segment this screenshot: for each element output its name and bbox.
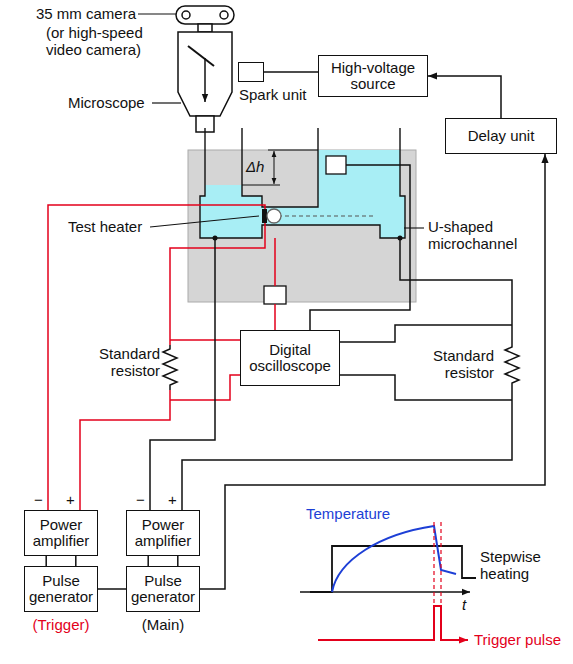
text-label: Trigger pulse	[474, 631, 561, 648]
channel-outline	[200, 128, 405, 238]
node-text: (Trigger)	[33, 616, 90, 633]
connector-line	[98, 588, 126, 590]
resistor-symbol	[163, 345, 177, 390]
node-content: Digital oscilloscope	[241, 331, 339, 385]
text-label: Test heater	[68, 218, 142, 235]
mirror	[188, 46, 214, 66]
trigger-wire	[80, 390, 170, 510]
pulse-generator-box: Pulse generator(Trigger)	[24, 566, 98, 612]
microscope-body	[178, 32, 232, 116]
temperature-trace	[332, 526, 456, 592]
camera-body	[176, 6, 234, 24]
connector-line	[428, 76, 501, 118]
main-wire	[182, 390, 512, 510]
node-content: Power amplifier	[25, 511, 97, 555]
camera-mount	[198, 24, 212, 32]
microchannel-centerline	[278, 215, 376, 216]
node-content: Power amplifier	[127, 511, 199, 555]
connector-line	[46, 556, 76, 566]
camera-knob	[182, 11, 190, 19]
text-label: +	[66, 491, 75, 508]
connector-line	[148, 556, 178, 566]
node-content: High-voltage source	[319, 56, 427, 96]
probe-wire	[170, 375, 240, 400]
resistor-symbol	[505, 340, 519, 390]
leader-line	[150, 216, 259, 227]
liquid	[262, 207, 380, 225]
text-label: −	[34, 491, 43, 508]
bubble	[267, 209, 281, 223]
connector-line	[200, 154, 545, 589]
node-text: Power amplifier	[28, 517, 94, 550]
pulse-generator-box: Pulse generator(Main)	[126, 566, 200, 612]
probe-wire	[274, 238, 276, 330]
node-text: Spark unit	[239, 86, 307, 103]
test-section-plate	[188, 150, 416, 302]
text-label: U-shaped microchannel	[428, 218, 536, 253]
text-label: Δh	[246, 158, 264, 175]
oscilloscope-box: Digital oscilloscope	[240, 330, 340, 386]
probe-wire	[170, 339, 240, 341]
node-content	[239, 63, 263, 81]
power-amplifier-box: Power amplifier	[126, 510, 200, 556]
liquid	[205, 185, 242, 197]
liquid	[318, 150, 400, 207]
leader-line	[138, 13, 176, 14]
probe-wire	[310, 165, 410, 330]
dimension-extension	[268, 150, 318, 151]
high-voltage-source-box: High-voltage source	[318, 55, 428, 97]
text-label: −	[136, 491, 145, 508]
timing-marker	[433, 522, 434, 608]
node-content: Pulse generator	[25, 567, 97, 611]
node-text: High-voltage source	[322, 60, 424, 93]
delay-unit-box: Delay unit	[445, 118, 557, 154]
text-label: (or high-speed video camera)	[46, 24, 158, 59]
connector-line	[264, 71, 318, 73]
text-label: t	[462, 596, 466, 613]
light-path-arrow	[204, 58, 206, 102]
node-text: (Main)	[142, 616, 185, 633]
trigger-pulse-trace	[318, 606, 468, 640]
node-text: Digital oscilloscope	[244, 342, 336, 375]
node-text: Power amplifier	[130, 517, 196, 550]
node-content: Delay unit	[446, 119, 556, 153]
trigger-wire	[48, 205, 265, 510]
text-label: Standard resistor	[414, 347, 494, 382]
heater-element	[262, 209, 267, 223]
dimension-arrow	[274, 151, 275, 184]
node-text: Delay unit	[468, 128, 535, 145]
node-text: Pulse generator	[28, 573, 94, 606]
trigger-wire	[170, 223, 265, 345]
text-label: Microscope	[68, 94, 145, 111]
text-label: +	[168, 491, 177, 508]
camera-knob	[220, 11, 228, 19]
electrode-box	[264, 286, 286, 304]
timing-marker	[440, 522, 441, 608]
power-amplifier-box: Power amplifier	[24, 510, 98, 556]
text-label: Standard resistor	[82, 345, 160, 380]
node-text: Pulse generator	[130, 573, 196, 606]
probe-wire	[340, 325, 512, 342]
spark-unit-box: Spark unit	[238, 62, 264, 82]
text-label: Temperature	[306, 505, 390, 522]
electrode-box	[326, 156, 346, 174]
dimension-extension	[242, 185, 280, 186]
leader-line	[152, 102, 181, 103]
leader-line	[404, 227, 424, 228]
node-content: Pulse generator	[127, 567, 199, 611]
text-label: Stepwise heating	[480, 548, 560, 583]
text-label: 35 mm camera	[36, 5, 136, 22]
